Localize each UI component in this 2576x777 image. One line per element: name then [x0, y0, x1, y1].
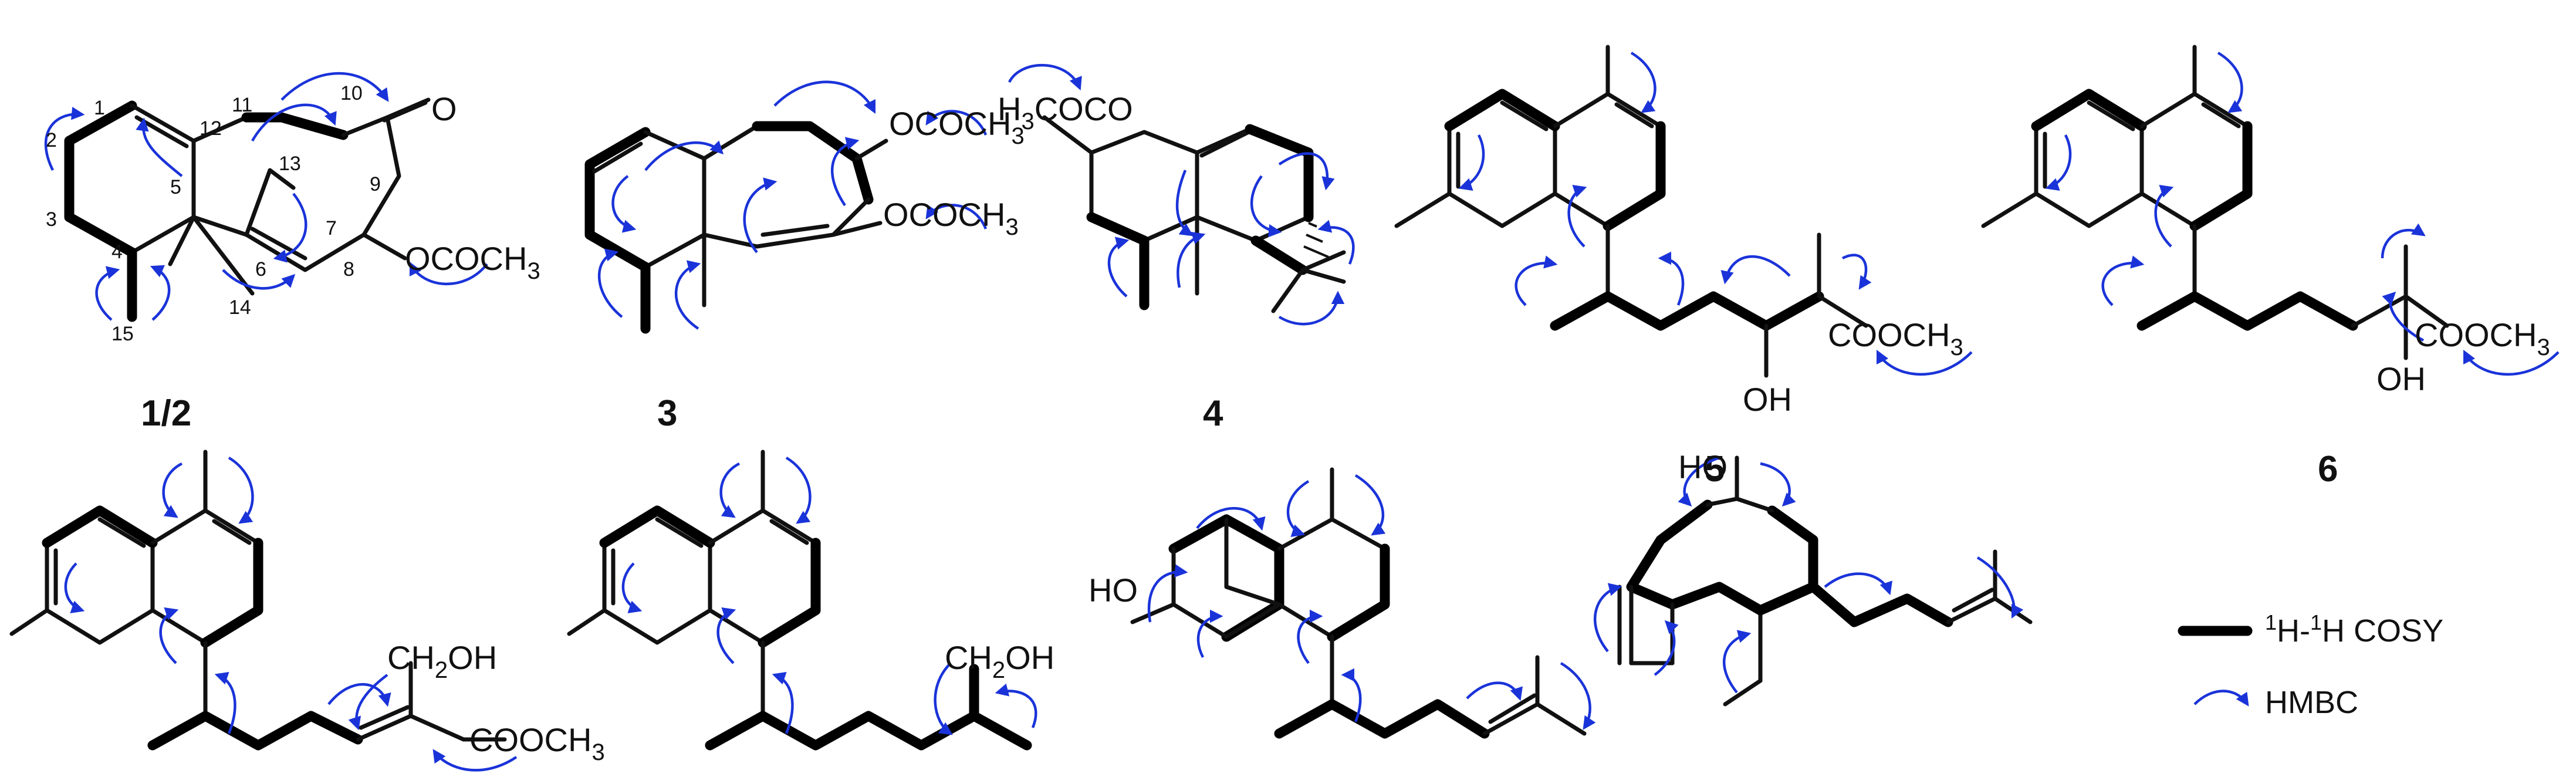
atom-label: CH2OH [945, 639, 1054, 683]
atom-label: OCOCH3 [405, 240, 540, 284]
compound-4-bonds [1042, 115, 1346, 313]
compound-4: H3COCO 4 [998, 64, 1355, 434]
atom-label: O [431, 90, 457, 127]
compound-6-hmbc [2045, 52, 2560, 376]
compound-5: COOCH3 OH 5 [1394, 45, 1973, 489]
atom-number: 7 [326, 217, 337, 239]
compound-6: COOCH3 OH 6 [1981, 45, 2560, 489]
atom-number: 15 [111, 323, 134, 345]
legend-cosy-label: 1H-1H COSY [2265, 610, 2443, 648]
compound-8-bonds [567, 450, 1032, 751]
atom-number: 8 [343, 258, 354, 281]
compound-9-hmbc [1147, 474, 1596, 730]
compound-label: 6 [2318, 449, 2338, 489]
atom-label: COOCH3 [469, 721, 605, 765]
compound-10: HO [1593, 448, 2033, 707]
atom-number: 14 [229, 296, 251, 319]
compound-1-2-bonds [64, 97, 431, 322]
legend-hmbc-label: HMBC [2265, 685, 2358, 720]
compound-1-2: O OCOCH3 1 2 3 4 5 6 7 8 9 10 11 12 13 1… [44, 72, 540, 434]
compound-9-bonds [1130, 467, 1587, 739]
compound-4-hmbc [1008, 64, 1355, 326]
compound-label: 5 [1705, 449, 1725, 489]
atom-number: 9 [370, 173, 381, 195]
atom-number: 3 [46, 208, 57, 231]
atom-number: 5 [170, 176, 181, 198]
compound-3-hmbc [597, 80, 988, 330]
atom-number: 10 [340, 82, 363, 104]
atom-label: OH [1743, 381, 1792, 418]
compound-5-bonds [1394, 45, 1868, 378]
atom-label: OCOCH3 [883, 196, 1019, 240]
compound-7-bonds [9, 450, 507, 751]
compound-label: 3 [657, 393, 677, 434]
compound-10-bonds [1617, 455, 2033, 707]
atom-label: HO [1088, 572, 1138, 609]
compound-10-hmbc [1593, 456, 2024, 694]
compound-label: 1/2 [141, 393, 191, 434]
compound-1-2-atom-numbers: 1 2 3 4 5 6 7 8 9 10 11 12 13 14 15 [46, 82, 381, 345]
atom-label: COOCH3 [1828, 316, 1963, 360]
compound-8: CH2OH [567, 450, 1054, 751]
atom-number: 13 [279, 153, 301, 175]
compound-3-bonds [584, 121, 888, 334]
compound-1-2-hmbc [44, 72, 488, 321]
compound-8-hmbc [621, 457, 1037, 735]
compound-6-bonds [1981, 45, 2449, 360]
compound-7: CH2OH COOCH3 [9, 450, 605, 772]
compound-label: 4 [1203, 393, 1223, 434]
atom-number: 4 [111, 241, 123, 263]
atom-label: OH [2376, 360, 2426, 397]
atom-number: 11 [232, 94, 252, 116]
atom-label: HO [1678, 448, 1728, 485]
atom-label: COOCH3 [2415, 316, 2550, 360]
compound-9: HO [1088, 467, 1596, 739]
atom-label: H3COCO [998, 90, 1133, 134]
atom-number: 12 [200, 117, 222, 140]
atom-number: 2 [46, 129, 57, 151]
atom-label: CH2OH [387, 639, 497, 683]
compound-5-hmbc [1458, 52, 1973, 376]
atom-number: 1 [94, 97, 105, 119]
compound-7-hmbc [64, 457, 518, 772]
legend: 1H-1H COSY HMBC [2178, 610, 2443, 720]
legend-hmbc-swatch [2193, 690, 2249, 707]
atom-label: OCOCH3 [889, 105, 1025, 149]
compound-3: OCOCH3 OCOCH3 3 [584, 80, 1025, 434]
atom-number: 6 [255, 258, 266, 281]
